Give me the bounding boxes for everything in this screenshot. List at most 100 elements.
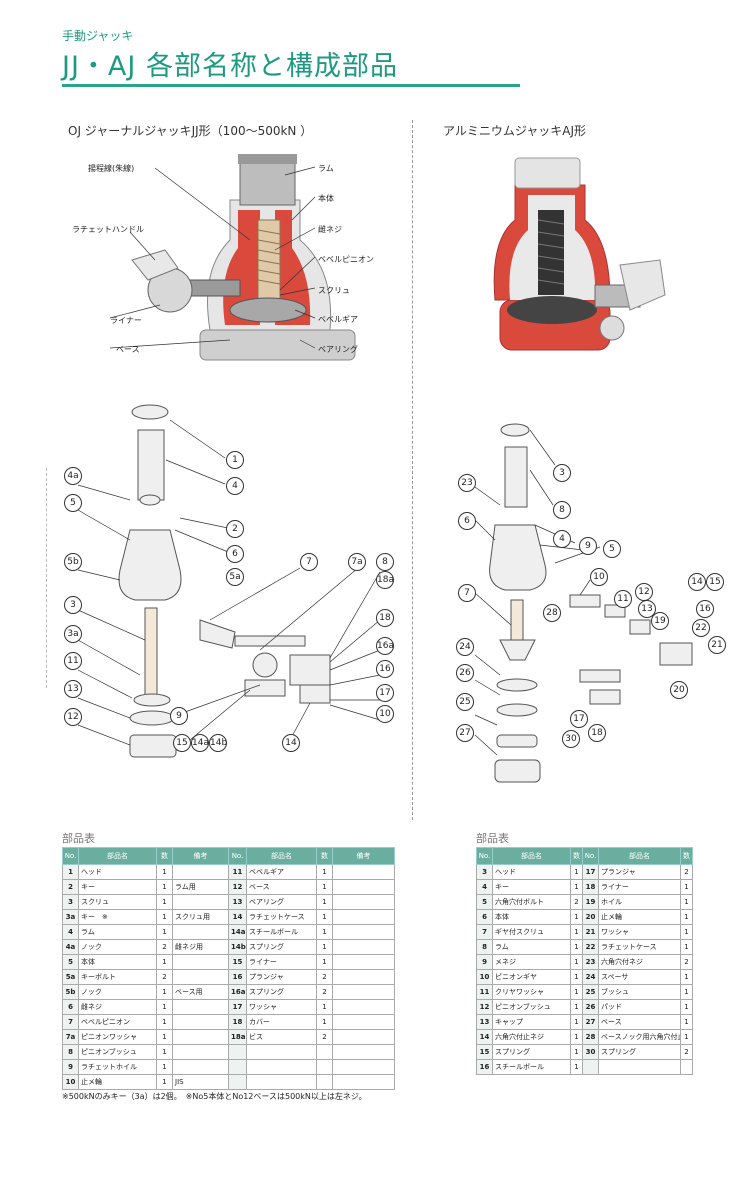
table-cell: [316, 1059, 333, 1075]
table-cell: 1: [156, 1059, 173, 1075]
page-category: 手動ジャッキ: [62, 29, 134, 43]
table-cell: 1: [570, 909, 583, 925]
table-cell: [332, 984, 395, 1000]
table-cell: 16: [228, 969, 247, 985]
table-cell: 14: [476, 1029, 493, 1045]
table-cell: [680, 1059, 693, 1075]
table-cell: ピニオンブッシュ: [78, 1044, 157, 1060]
table-cell: スチールボール: [492, 1059, 571, 1075]
table-cell: ベース用: [172, 984, 229, 1000]
table-cell: 1: [570, 879, 583, 895]
table-cell: 23: [582, 954, 599, 970]
table-cell: [172, 924, 229, 940]
table-cell: 1: [62, 864, 79, 880]
table-cell: 17: [228, 999, 247, 1015]
part-number-marker: 10: [590, 568, 608, 586]
table-cell: 10: [476, 969, 493, 985]
table-cell: ライナー: [598, 879, 681, 895]
table-cell: ピニオンブッシュ: [492, 999, 571, 1015]
part-number-marker: 5a: [226, 568, 244, 586]
table-cell: ラチェットホイル: [78, 1059, 157, 1075]
table-cell: 1: [680, 969, 693, 985]
part-number-marker: 30: [562, 730, 580, 748]
table-cell: [172, 999, 229, 1015]
table-cell: [172, 1059, 229, 1075]
part-number-marker: 5b: [64, 553, 82, 571]
table-cell: ライナー: [246, 954, 317, 970]
part-number-marker: 12: [64, 708, 82, 726]
part-number-marker: 4: [226, 477, 244, 495]
table-cell: 9: [476, 954, 493, 970]
part-number-marker: 16: [696, 600, 714, 618]
callout-bevel-gear: ベベルギア: [318, 315, 358, 324]
table-cell: 26: [582, 999, 599, 1015]
part-number-marker: 27: [456, 724, 474, 742]
part-number-marker: 3: [64, 596, 82, 614]
part-number-marker: 13: [638, 600, 656, 618]
table-cell: 1: [156, 1044, 173, 1060]
table-cell: 1: [680, 984, 693, 1000]
table-cell: 12: [476, 999, 493, 1015]
part-number-marker: 14: [688, 573, 706, 591]
part-number-marker: 7a: [348, 553, 366, 571]
table-column-header: No.: [582, 847, 599, 865]
part-number-marker: 14a: [191, 734, 209, 752]
table-cell: 14b: [228, 939, 247, 955]
table-cell: 25: [582, 984, 599, 1000]
table-column-header: No.: [228, 847, 247, 865]
table-cell: [332, 969, 395, 985]
table-cell: [172, 864, 229, 880]
table-cell: JIS: [172, 1074, 229, 1090]
part-number-marker: 11: [614, 590, 632, 608]
table-cell: スクリュ: [78, 894, 157, 910]
table-cell: 1: [316, 894, 333, 910]
table-column-header: 数: [316, 847, 333, 865]
aj-parts-table-heading: 部品表: [476, 832, 509, 845]
table-cell: ラム用: [172, 879, 229, 895]
part-number-marker: 10: [376, 705, 394, 723]
table-cell: 1: [570, 1029, 583, 1045]
part-number-marker: 5: [603, 540, 621, 558]
page-title: JJ・AJ 各部名称と構成部品: [62, 51, 398, 82]
table-cell: スペーサ: [598, 969, 681, 985]
table-cell: 5b: [62, 984, 79, 1000]
table-cell: スプリング: [492, 1044, 571, 1060]
part-number-marker: 14b: [209, 734, 227, 752]
callout-screw: スクリュ: [318, 286, 350, 295]
part-number-marker: 18a: [376, 571, 394, 589]
table-cell: 20: [582, 909, 599, 925]
table-cell: [598, 1059, 681, 1075]
table-cell: 雌ネジ: [78, 999, 157, 1015]
table-cell: 2: [316, 984, 333, 1000]
table-cell: [246, 1044, 317, 1060]
table-cell: [246, 1059, 317, 1075]
jj-section-title: OJ ジャーナルジャッキJJ形（100〜500kN ）: [68, 124, 313, 138]
table-cell: 1: [156, 954, 173, 970]
table-cell: 1: [316, 924, 333, 940]
table-footnote: ※500kNのみキー（3a）は2個。 ※No5本体とNo12ベースは500kN以…: [62, 1092, 367, 1101]
table-cell: [332, 864, 395, 880]
part-number-marker: 18: [376, 609, 394, 627]
part-number-marker: 18: [588, 724, 606, 742]
table-cell: 2: [680, 954, 693, 970]
table-cell: 1: [680, 879, 693, 895]
part-number-marker: 23: [458, 474, 476, 492]
table-cell: 1: [680, 924, 693, 940]
table-cell: 1: [570, 954, 583, 970]
table-cell: [332, 924, 395, 940]
part-number-marker: 3: [553, 464, 571, 482]
table-cell: キー ※: [78, 909, 157, 925]
part-number-marker: 14: [282, 734, 300, 752]
table-cell: ヘッド: [78, 864, 157, 880]
